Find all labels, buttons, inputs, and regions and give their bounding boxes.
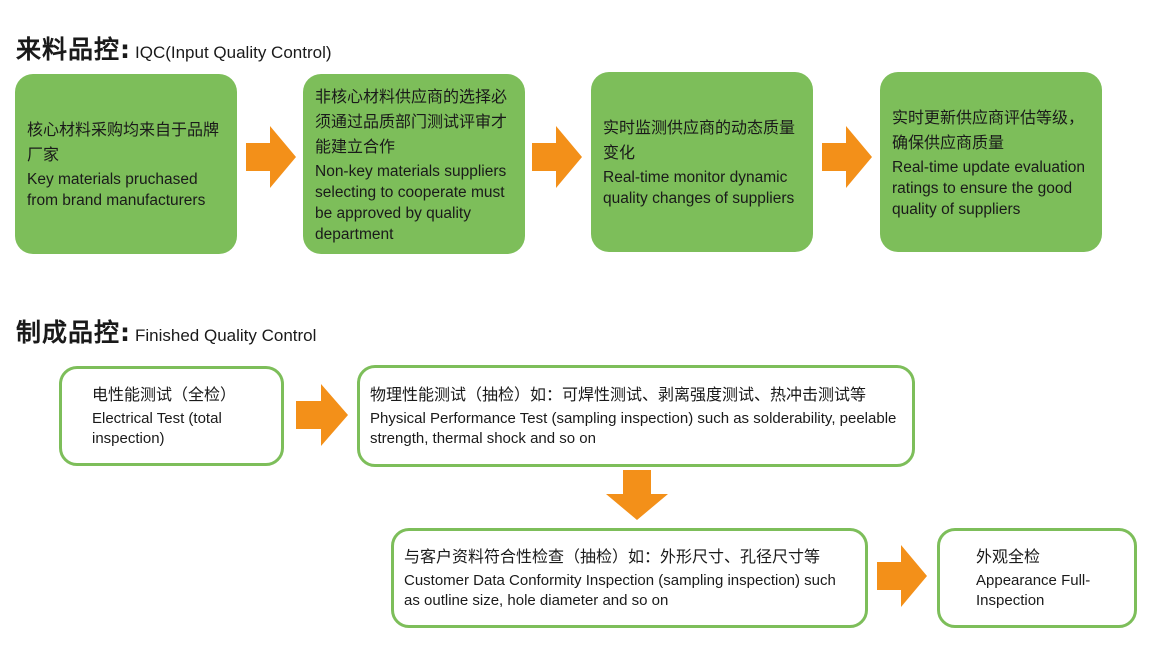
iqc-step-3: 实时监测供应商的动态质量变化 Real-time monitor dynamic… [591, 72, 813, 252]
step-text-cn: 物理性能测试（抽检）如：可焊性测试、剥离强度测试、热冲击测试等 [370, 385, 867, 404]
step-text-cn: 实时更新供应商评估等级，确保供应商质量 [892, 107, 1085, 152]
fqc-step-4: 外观全检 Appearance Full-Inspection [937, 528, 1137, 628]
orange-arrow-icon [877, 545, 927, 607]
iqc-step-1: 核心材料采购均来自于品牌厂家 Key materials pruchased f… [15, 74, 237, 254]
iqc-section-title: 来料品控: IQC(Input Quality Control) [16, 30, 332, 66]
orange-arrow-icon [822, 126, 872, 188]
step-text-en: Customer Data Conformity Inspection (sam… [404, 572, 836, 609]
iqc-title-cn: 来料品控: [16, 35, 131, 64]
iqc-title-en: IQC(Input Quality Control) [135, 43, 332, 62]
fqc-title-cn: 制成品控: [16, 318, 131, 347]
orange-arrow-icon [606, 470, 668, 520]
step-text-cn: 实时监测供应商的动态质量变化 [603, 118, 796, 162]
step-text-cn: 电性能测试（全检） [92, 385, 237, 404]
step-text-en: Key materials pruchased from brand manuf… [27, 171, 206, 209]
fqc-step-1: 电性能测试（全检） Electrical Test (total inspect… [59, 366, 284, 466]
orange-arrow-icon [296, 384, 348, 446]
step-text-en: Appearance Full-Inspection [976, 572, 1091, 609]
step-text-cn: 与客户资料符合性检查（抽检）如：外形尺寸、孔径尺寸等 [404, 547, 821, 566]
fqc-step-2: 物理性能测试（抽检）如：可焊性测试、剥离强度测试、热冲击测试等 Physical… [357, 365, 915, 467]
iqc-step-4: 实时更新供应商评估等级，确保供应商质量 Real-time update eva… [880, 72, 1102, 252]
step-text-en: Physical Performance Test (sampling insp… [370, 410, 897, 447]
fqc-section-title: 制成品控: Finished Quality Control [16, 313, 316, 349]
step-text-en: Electrical Test (total inspection) [92, 410, 222, 447]
step-text-cn: 核心材料采购均来自于品牌厂家 [27, 120, 220, 164]
fqc-step-3: 与客户资料符合性检查（抽检）如：外形尺寸、孔径尺寸等 Customer Data… [391, 528, 868, 628]
orange-arrow-icon [246, 126, 296, 188]
fqc-title-en: Finished Quality Control [135, 326, 317, 345]
step-text-en: Non-key materials suppliers selecting to… [315, 162, 507, 243]
iqc-step-2: 非核心材料供应商的选择必须通过品质部门测试评审才能建立合作 Non-key ma… [303, 74, 525, 254]
step-text-en: Real-time update evaluation ratings to e… [892, 158, 1086, 218]
step-text-cn: 非核心材料供应商的选择必须通过品质部门测试评审才能建立合作 [315, 86, 508, 156]
orange-arrow-icon [532, 126, 582, 188]
step-text-en: Real-time monitor dynamic quality change… [603, 169, 795, 207]
step-text-cn: 外观全检 [976, 547, 1041, 566]
